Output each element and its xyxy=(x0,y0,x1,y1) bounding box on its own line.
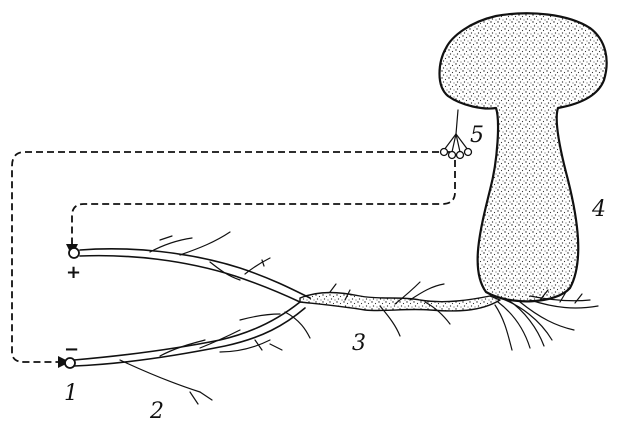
plus-sign: + xyxy=(66,262,81,283)
label-3: 3 xyxy=(352,331,366,356)
lower-hypha xyxy=(74,302,310,404)
fruiting-body xyxy=(440,13,607,301)
upper-hypha xyxy=(80,232,350,302)
minus-sign: − xyxy=(64,339,79,360)
label-1: 1 xyxy=(64,381,78,406)
spore-cluster xyxy=(441,110,472,159)
label-4: 4 xyxy=(591,197,606,222)
label-5: 5 xyxy=(470,123,484,148)
label-2: 2 xyxy=(149,399,164,423)
circuit-wires xyxy=(12,152,455,362)
mycelium-strand xyxy=(300,293,500,311)
inner-circuit-wire xyxy=(72,160,455,244)
plus-electrode xyxy=(69,248,79,258)
